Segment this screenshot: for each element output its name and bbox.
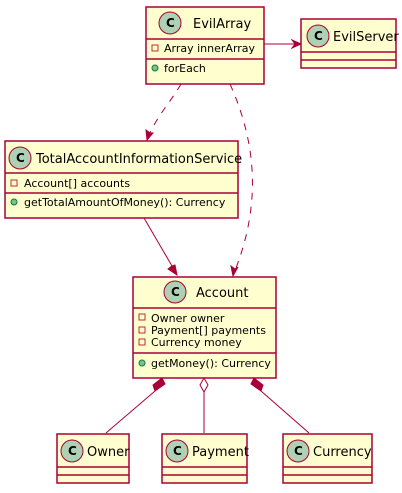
svg-text:C: C	[171, 285, 180, 299]
edges	[105, 38, 310, 434]
class-badge-icon: C	[8, 146, 32, 170]
class-name: Owner	[87, 445, 130, 460]
method-row: getMoney(): Currency	[138, 357, 271, 370]
class-totalaccountinformationservice[interactable]: C TotalAccountInformationService Account…	[4, 140, 242, 219]
field-text: Payment[] payments	[151, 324, 266, 337]
class-name: Currency	[313, 445, 372, 460]
method-text: getTotalAmountOfMoney(): Currency	[24, 196, 226, 209]
class-name: Account	[196, 286, 249, 301]
public-visibility-icon	[151, 64, 159, 72]
class-badge-icon: C	[286, 439, 310, 463]
edge-account-owner	[105, 377, 166, 434]
class-currency[interactable]: C Currency	[282, 433, 373, 484]
svg-text:C: C	[166, 16, 175, 30]
class-badge-icon: C	[165, 439, 189, 463]
class-badge-icon: C	[163, 280, 187, 304]
edge-evilarray-totalaccountinformationservice	[145, 83, 182, 142]
field-row: Currency money	[138, 336, 242, 349]
svg-text:C: C	[173, 444, 182, 458]
method-row: getTotalAmountOfMoney(): Currency	[10, 196, 226, 209]
field-text: Account[] accounts	[24, 177, 130, 190]
private-visibility-icon	[138, 313, 146, 321]
edge-totalaccountinformationservice-account	[143, 217, 178, 277]
edge-account-currency	[250, 377, 310, 434]
field-row: Payment[] payments	[138, 324, 266, 337]
field-row: Account[] accounts	[10, 177, 130, 190]
svg-text:C: C	[294, 444, 303, 458]
class-name: EvilServer	[333, 30, 399, 45]
svg-text:C: C	[68, 444, 77, 458]
method-row: forEach	[151, 62, 206, 75]
edge-evilarray-account	[229, 83, 253, 278]
class-evilarray[interactable]: C EvilArray Array innerArray forEach	[145, 6, 265, 85]
private-visibility-icon	[138, 326, 146, 334]
private-visibility-icon	[138, 338, 146, 346]
method-text: getMoney(): Currency	[151, 357, 271, 370]
field-text: Owner owner	[151, 312, 225, 325]
public-visibility-icon	[138, 359, 146, 367]
class-name: EvilArray	[193, 17, 251, 32]
field-row: Array innerArray	[151, 42, 256, 55]
public-visibility-icon	[10, 198, 18, 206]
class-owner[interactable]: C Owner	[56, 433, 130, 484]
class-badge-icon: C	[158, 11, 182, 35]
class-badge-icon: C	[60, 439, 84, 463]
class-badge-icon: C	[306, 24, 330, 48]
edge-evilarray-evilserver	[264, 38, 303, 50]
method-text: forEach	[164, 62, 206, 75]
class-evilserver[interactable]: C EvilServer	[300, 18, 399, 69]
field-text: Currency money	[151, 336, 242, 349]
field-text: Array innerArray	[164, 42, 256, 55]
class-name: Payment	[192, 445, 249, 460]
class-payment[interactable]: C Payment	[161, 433, 249, 484]
edge-account-payment	[199, 376, 209, 433]
svg-text:C: C	[314, 29, 323, 43]
field-row: Owner owner	[138, 312, 225, 325]
class-account[interactable]: C Account Owner owner Payment[] payments…	[132, 276, 277, 379]
class-name: TotalAccountInformationService	[35, 152, 242, 167]
private-visibility-icon	[151, 44, 159, 52]
svg-text:C: C	[16, 151, 25, 165]
private-visibility-icon	[10, 179, 18, 187]
